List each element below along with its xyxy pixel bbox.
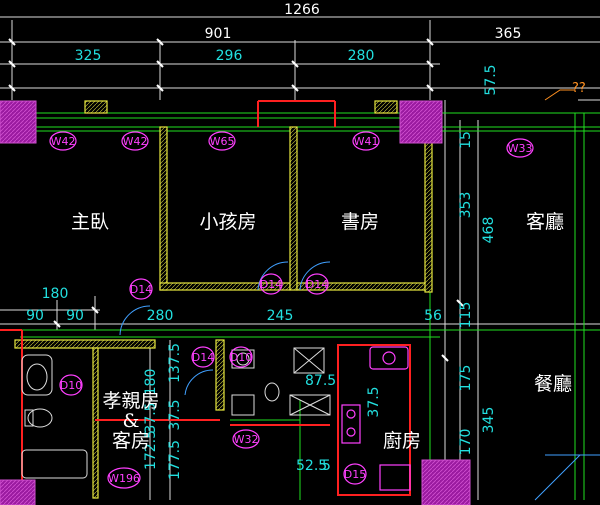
toilet bbox=[27, 408, 53, 428]
room-study: 書房 bbox=[341, 211, 379, 233]
column-bottom-left bbox=[0, 479, 36, 505]
room-kids: 小孩房 bbox=[199, 211, 256, 233]
dim-v-172-5: 172.5 bbox=[143, 430, 159, 470]
opening-tags: W42 W42 W65 W41 W33 D14 D14 D14 D14 D10 … bbox=[49, 131, 534, 489]
tag-w196: W196 bbox=[108, 472, 140, 485]
dim-v-15: 15 bbox=[458, 131, 474, 149]
kitchen-fixtures bbox=[341, 346, 411, 491]
tag-w41: W41 bbox=[354, 135, 379, 148]
dim-total-width: 1266 bbox=[284, 2, 320, 18]
tag-d14a: D14 bbox=[130, 283, 152, 296]
dim-unknown: ?? bbox=[572, 81, 586, 96]
dim-left-90b: 90 bbox=[66, 308, 84, 324]
dim-seg2: 296 bbox=[216, 48, 243, 64]
room-dining: 餐廳 bbox=[534, 373, 572, 395]
dim-left-90a: 90 bbox=[26, 308, 44, 324]
dim-v-170: 170 bbox=[458, 429, 474, 456]
dim-seg1: 325 bbox=[75, 48, 102, 64]
dimension-ticks bbox=[8, 38, 464, 362]
dim-mid-280: 280 bbox=[147, 308, 174, 324]
column-top-left bbox=[0, 100, 37, 144]
room-parents-line3: 客房 bbox=[112, 430, 150, 452]
tag-d14b: D14 bbox=[260, 278, 282, 291]
dim-upper-right: 365 bbox=[495, 26, 522, 42]
stove bbox=[341, 404, 361, 444]
dim-mid-245: 245 bbox=[267, 308, 294, 324]
dim-v-177-5: 177.5 bbox=[167, 440, 183, 480]
room-living: 客廳 bbox=[526, 211, 564, 233]
leader-unknown bbox=[544, 89, 575, 101]
dim-v-468: 468 bbox=[481, 217, 497, 244]
fixture-basin bbox=[231, 349, 255, 369]
tag-d15: D15 bbox=[344, 468, 366, 481]
bathtub bbox=[21, 449, 88, 479]
washbasin bbox=[21, 354, 53, 396]
dim-upper-left: 901 bbox=[205, 26, 232, 42]
dim-v-345: 345 bbox=[481, 407, 497, 434]
tag-w65: W65 bbox=[210, 135, 235, 148]
room-parents-line2: & bbox=[123, 410, 140, 432]
column-bottom bbox=[421, 459, 471, 505]
door-swings bbox=[119, 261, 600, 501]
room-master-bedroom: 主臥 bbox=[71, 211, 109, 233]
dim-v-115: 115 bbox=[458, 302, 474, 329]
tag-d14d: D14 bbox=[192, 351, 214, 364]
tag-d10a: D10 bbox=[60, 379, 82, 392]
dim-mid-56: 56 bbox=[424, 308, 442, 324]
dim-h-87-5: 87.5 bbox=[305, 373, 336, 389]
dim-seg3: 280 bbox=[348, 48, 375, 64]
dim-h-5: 5 bbox=[322, 458, 331, 474]
structural-columns bbox=[0, 100, 471, 505]
fridge bbox=[379, 464, 411, 491]
window-lines bbox=[0, 112, 600, 500]
dim-v-37-5b: 37.5 bbox=[143, 402, 159, 433]
tag-w42b: W42 bbox=[123, 135, 148, 148]
toilet-2 bbox=[264, 382, 280, 402]
dim-v-137-5: 137.5 bbox=[167, 343, 183, 383]
bathroom-fixtures bbox=[21, 347, 331, 479]
walls bbox=[14, 100, 433, 499]
dim-h-52-5: 52.5 bbox=[296, 458, 327, 474]
dim-right-top: 57.5 bbox=[483, 64, 499, 95]
tag-w42a: W42 bbox=[51, 135, 76, 148]
dim-v-37-5c: 37.5 bbox=[366, 386, 382, 417]
room-parents-line1: 孝親房 bbox=[102, 390, 159, 412]
tag-w32: W32 bbox=[234, 433, 259, 446]
dim-v-37-5a: 37.5 bbox=[167, 399, 183, 430]
tag-d10b: D10 bbox=[230, 351, 252, 364]
dim-v-180: 180 bbox=[143, 369, 159, 396]
dim-v-353: 353 bbox=[458, 192, 474, 219]
room-kitchen: 廚房 bbox=[383, 429, 421, 452]
tag-d14c: D14 bbox=[306, 278, 328, 291]
dim-left-180: 180 bbox=[42, 286, 69, 302]
dim-v-175: 175 bbox=[458, 365, 474, 392]
column-top-mid bbox=[399, 100, 443, 144]
tag-w33: W33 bbox=[508, 142, 533, 155]
sink bbox=[369, 346, 409, 370]
